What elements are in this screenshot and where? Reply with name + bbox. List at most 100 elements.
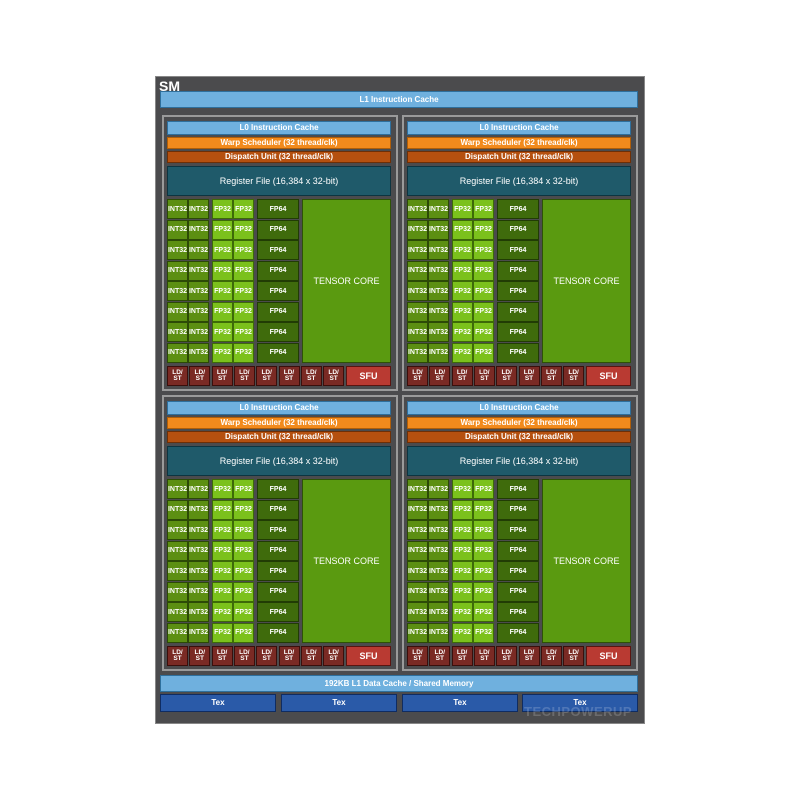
tensor-core: TENSOR CORE [542,479,631,643]
fp32-core: FP32 [233,322,254,342]
int32-core: INT32 [188,281,209,301]
int32-core: INT32 [188,499,209,520]
fp32-core: FP32 [473,499,494,520]
fp32-core: FP32 [233,342,254,363]
fp64-core: FP64 [497,622,539,643]
warp-scheduler: Warp Scheduler (32 thread/clk) [167,137,391,149]
sm-block: SM L1 Instruction Cache 192KB L1 Data Ca… [155,76,645,724]
fp64-core: FP64 [257,199,299,219]
int32-core: INT32 [167,240,188,260]
int32-core: INT32 [407,219,428,240]
fp32-core: FP32 [212,602,233,622]
fp64-core: FP64 [497,581,539,602]
fp32-core: FP32 [473,281,494,301]
sfu-unit: SFU [586,366,631,386]
fp32-core: FP32 [212,301,233,322]
fp32-core: FP32 [233,281,254,301]
fp64-core: FP64 [257,219,299,240]
int32-core: INT32 [167,479,188,499]
int32-core: INT32 [428,301,449,322]
fp64-core: FP64 [257,240,299,260]
fp32-core: FP32 [212,260,233,281]
int32-core: INT32 [188,581,209,602]
int32-core: INT32 [167,322,188,342]
int32-core: INT32 [188,199,209,219]
int32-core: INT32 [428,281,449,301]
int32-core: INT32 [407,260,428,281]
fp32-core: FP32 [452,581,473,602]
ldst-unit: LD/ST [323,366,345,386]
fp32-core: FP32 [452,219,473,240]
int32-core: INT32 [167,281,188,301]
fp64-core: FP64 [257,322,299,342]
int32-core: INT32 [188,622,209,643]
int32-core: INT32 [188,520,209,540]
fp64-core: FP64 [257,540,299,561]
fp32-core: FP32 [452,602,473,622]
fp64-core: FP64 [497,499,539,520]
int32-core: INT32 [407,499,428,520]
fp32-core: FP32 [473,622,494,643]
fp64-core: FP64 [497,479,539,499]
fp32-core: FP32 [233,301,254,322]
fp32-core: FP32 [452,520,473,540]
fp64-core: FP64 [257,342,299,363]
int32-core: INT32 [428,581,449,602]
int32-core: INT32 [188,479,209,499]
fp64-core: FP64 [497,219,539,240]
ldst-unit: LD/ST [451,366,473,386]
fp32-core: FP32 [212,479,233,499]
int32-core: INT32 [428,479,449,499]
ldst-unit: LD/ST [211,646,233,666]
ldst-unit: LD/ST [167,366,188,386]
int32-core: INT32 [167,602,188,622]
ldst-unit: LD/ST [189,366,211,386]
tex-unit: Tex [402,694,518,712]
fp32-core: FP32 [233,622,254,643]
register-file: Register File (16,384 x 32-bit) [407,446,631,476]
int32-core: INT32 [428,322,449,342]
fp32-core: FP32 [473,540,494,561]
int32-core: INT32 [188,540,209,561]
ldst-unit: LD/ST [496,366,518,386]
fp32-core: FP32 [212,342,233,363]
l0-instruction-cache: L0 Instruction Cache [407,121,631,135]
int32-core: INT32 [167,622,188,643]
fp32-core: FP32 [473,260,494,281]
ldst-unit: LD/ST [473,646,495,666]
fp32-core: FP32 [212,219,233,240]
l1-instruction-cache: L1 Instruction Cache [160,91,638,108]
fp32-core: FP32 [212,540,233,561]
fp64-core: FP64 [497,342,539,363]
int32-core: INT32 [188,322,209,342]
ldst-unit: LD/ST [256,646,278,666]
int32-core: INT32 [407,301,428,322]
fp64-core: FP64 [257,499,299,520]
ldst-unit: LD/ST [407,366,428,386]
fp64-core: FP64 [257,622,299,643]
fp32-core: FP32 [452,622,473,643]
fp32-core: FP32 [473,479,494,499]
fp64-core: FP64 [497,520,539,540]
int32-core: INT32 [167,342,188,363]
ldst-unit: LD/ST [451,646,473,666]
fp32-core: FP32 [233,520,254,540]
int32-core: INT32 [428,602,449,622]
int32-core: INT32 [407,342,428,363]
tex-unit: Tex [160,694,276,712]
fp64-core: FP64 [497,602,539,622]
int32-core: INT32 [167,499,188,520]
ldst-unit: LD/ST [518,366,540,386]
fp32-core: FP32 [473,199,494,219]
fp64-core: FP64 [497,561,539,581]
fp32-core: FP32 [473,520,494,540]
int32-core: INT32 [407,520,428,540]
fp32-core: FP32 [233,540,254,561]
ldst-unit: LD/ST [496,646,518,666]
fp32-core: FP32 [212,199,233,219]
int32-core: INT32 [167,581,188,602]
tensor-core: TENSOR CORE [302,479,391,643]
